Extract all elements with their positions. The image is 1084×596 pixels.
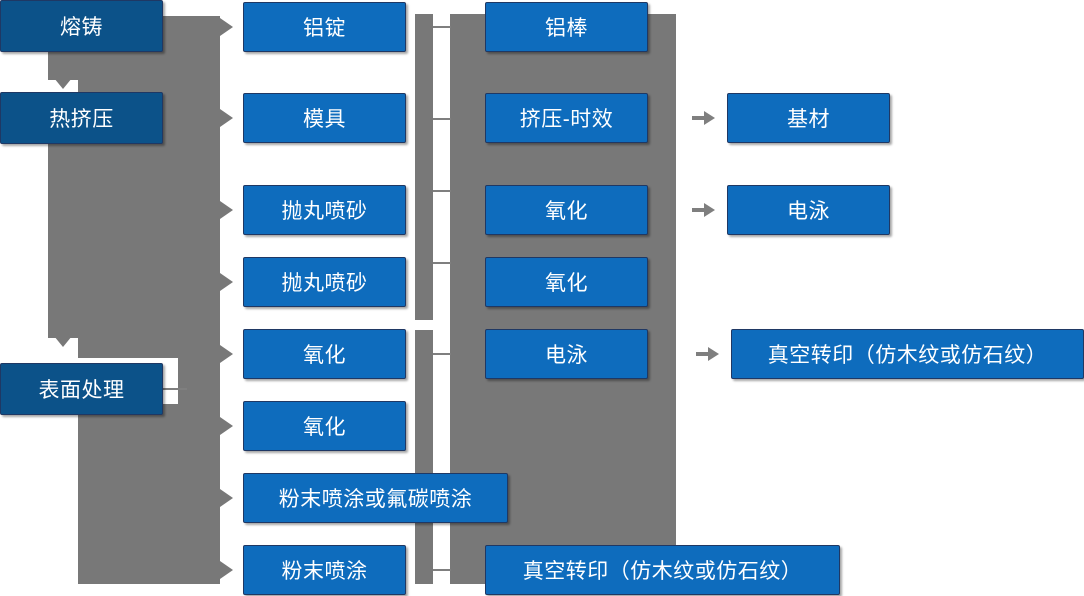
process2-label-oxidation-a: 氧化 [545,200,588,223]
process1-box-shot-blasting-b[interactable]: 抛丸喷砂 [243,257,406,307]
process2-label-oxidation-b: 氧化 [545,272,588,295]
stage-label-hot-extrusion: 热挤压 [49,108,114,131]
process1-label-powder-or-fluorocarbon: 粉末喷涂或氟碳喷涂 [278,488,473,511]
process1-label-shot-blasting-b: 抛丸喷砂 [281,272,368,295]
process1-label-mold: 模具 [303,108,346,131]
process1-arrow-7 [220,489,233,507]
surface-treatment-stub [163,388,187,390]
bridge-line-4 [433,262,451,264]
output-box-vacuum-transfer[interactable]: 真空转印（仿木纹或仿石纹） [731,329,1084,379]
process1-box-oxidation-b[interactable]: 氧化 [243,401,406,451]
process1-label-oxidation-a: 氧化 [303,344,346,367]
bridge-line-6 [433,569,451,571]
process1-arrow-3 [220,201,233,219]
process1-label-shot-blasting-a: 抛丸喷砂 [281,200,368,223]
process1-box-aluminum-ingot[interactable]: 铝锭 [243,2,406,52]
output-arrow-vacuum-transfer [696,347,719,361]
bridge-line-3 [433,190,451,192]
output-label-base-material: 基材 [787,108,830,131]
process2-label-electrophoresis: 电泳 [545,344,588,367]
process1-label-aluminum-ingot: 铝锭 [303,17,346,40]
process1-arrow-1 [220,18,233,36]
output-box-base-material[interactable]: 基材 [727,93,890,143]
bridge-line-1 [433,26,451,28]
process1-label-powder-coating: 粉末喷涂 [281,560,368,583]
stage-box-hot-extrusion[interactable]: 热挤压 [0,92,163,144]
process1-arrow-6 [220,417,233,435]
process2-box-extrusion-aging[interactable]: 挤压-时效 [485,93,648,143]
middle-bar-left-upper [415,14,433,320]
output-arrow-base-material [692,111,715,125]
process2-box-oxidation-a[interactable]: 氧化 [485,185,648,235]
middle-bar-left-lower [415,330,433,584]
process1-box-powder-coating[interactable]: 粉末喷涂 [243,545,406,595]
stage-label-surface-treatment: 表面处理 [38,379,125,402]
bridge-line-5 [433,353,451,355]
process2-label-aluminum-bar: 铝棒 [545,17,588,40]
process1-box-mold[interactable]: 模具 [243,93,406,143]
process2-label-vacuum-transfer: 真空转印（仿木纹或仿石纹） [522,560,803,583]
stage-label-melt-cast: 熔铸 [60,16,103,39]
output-arrow-electrophoresis [692,203,715,217]
stage-box-melt-cast[interactable]: 熔铸 [0,0,163,52]
output-label-vacuum-transfer: 真空转印（仿木纹或仿石纹） [767,344,1048,367]
stage-spine-arrow-down-1 [54,78,72,89]
bridge-line-2 [433,118,451,120]
process2-label-extrusion-aging: 挤压-时效 [519,108,614,131]
process1-box-shot-blasting-a[interactable]: 抛丸喷砂 [243,185,406,235]
process2-box-vacuum-transfer[interactable]: 真空转印（仿木纹或仿石纹） [485,545,840,595]
process2-box-electrophoresis[interactable]: 电泳 [485,329,648,379]
process1-label-oxidation-b: 氧化 [303,416,346,439]
output-label-electrophoresis: 电泳 [787,200,830,223]
process1-arrow-8 [220,561,233,579]
process1-box-oxidation-a[interactable]: 氧化 [243,329,406,379]
process2-box-oxidation-b[interactable]: 氧化 [485,257,648,307]
process1-arrow-5 [220,345,233,363]
output-box-electrophoresis[interactable]: 电泳 [727,185,890,235]
process1-arrow-2 [220,109,233,127]
process2-box-aluminum-bar[interactable]: 铝棒 [485,2,648,52]
stage-box-surface-treatment[interactable]: 表面处理 [0,363,163,415]
process1-box-powder-or-fluorocarbon[interactable]: 粉末喷涂或氟碳喷涂 [243,473,508,523]
stage-spine-arrow-down-2 [54,336,72,347]
process1-arrow-4 [220,273,233,291]
